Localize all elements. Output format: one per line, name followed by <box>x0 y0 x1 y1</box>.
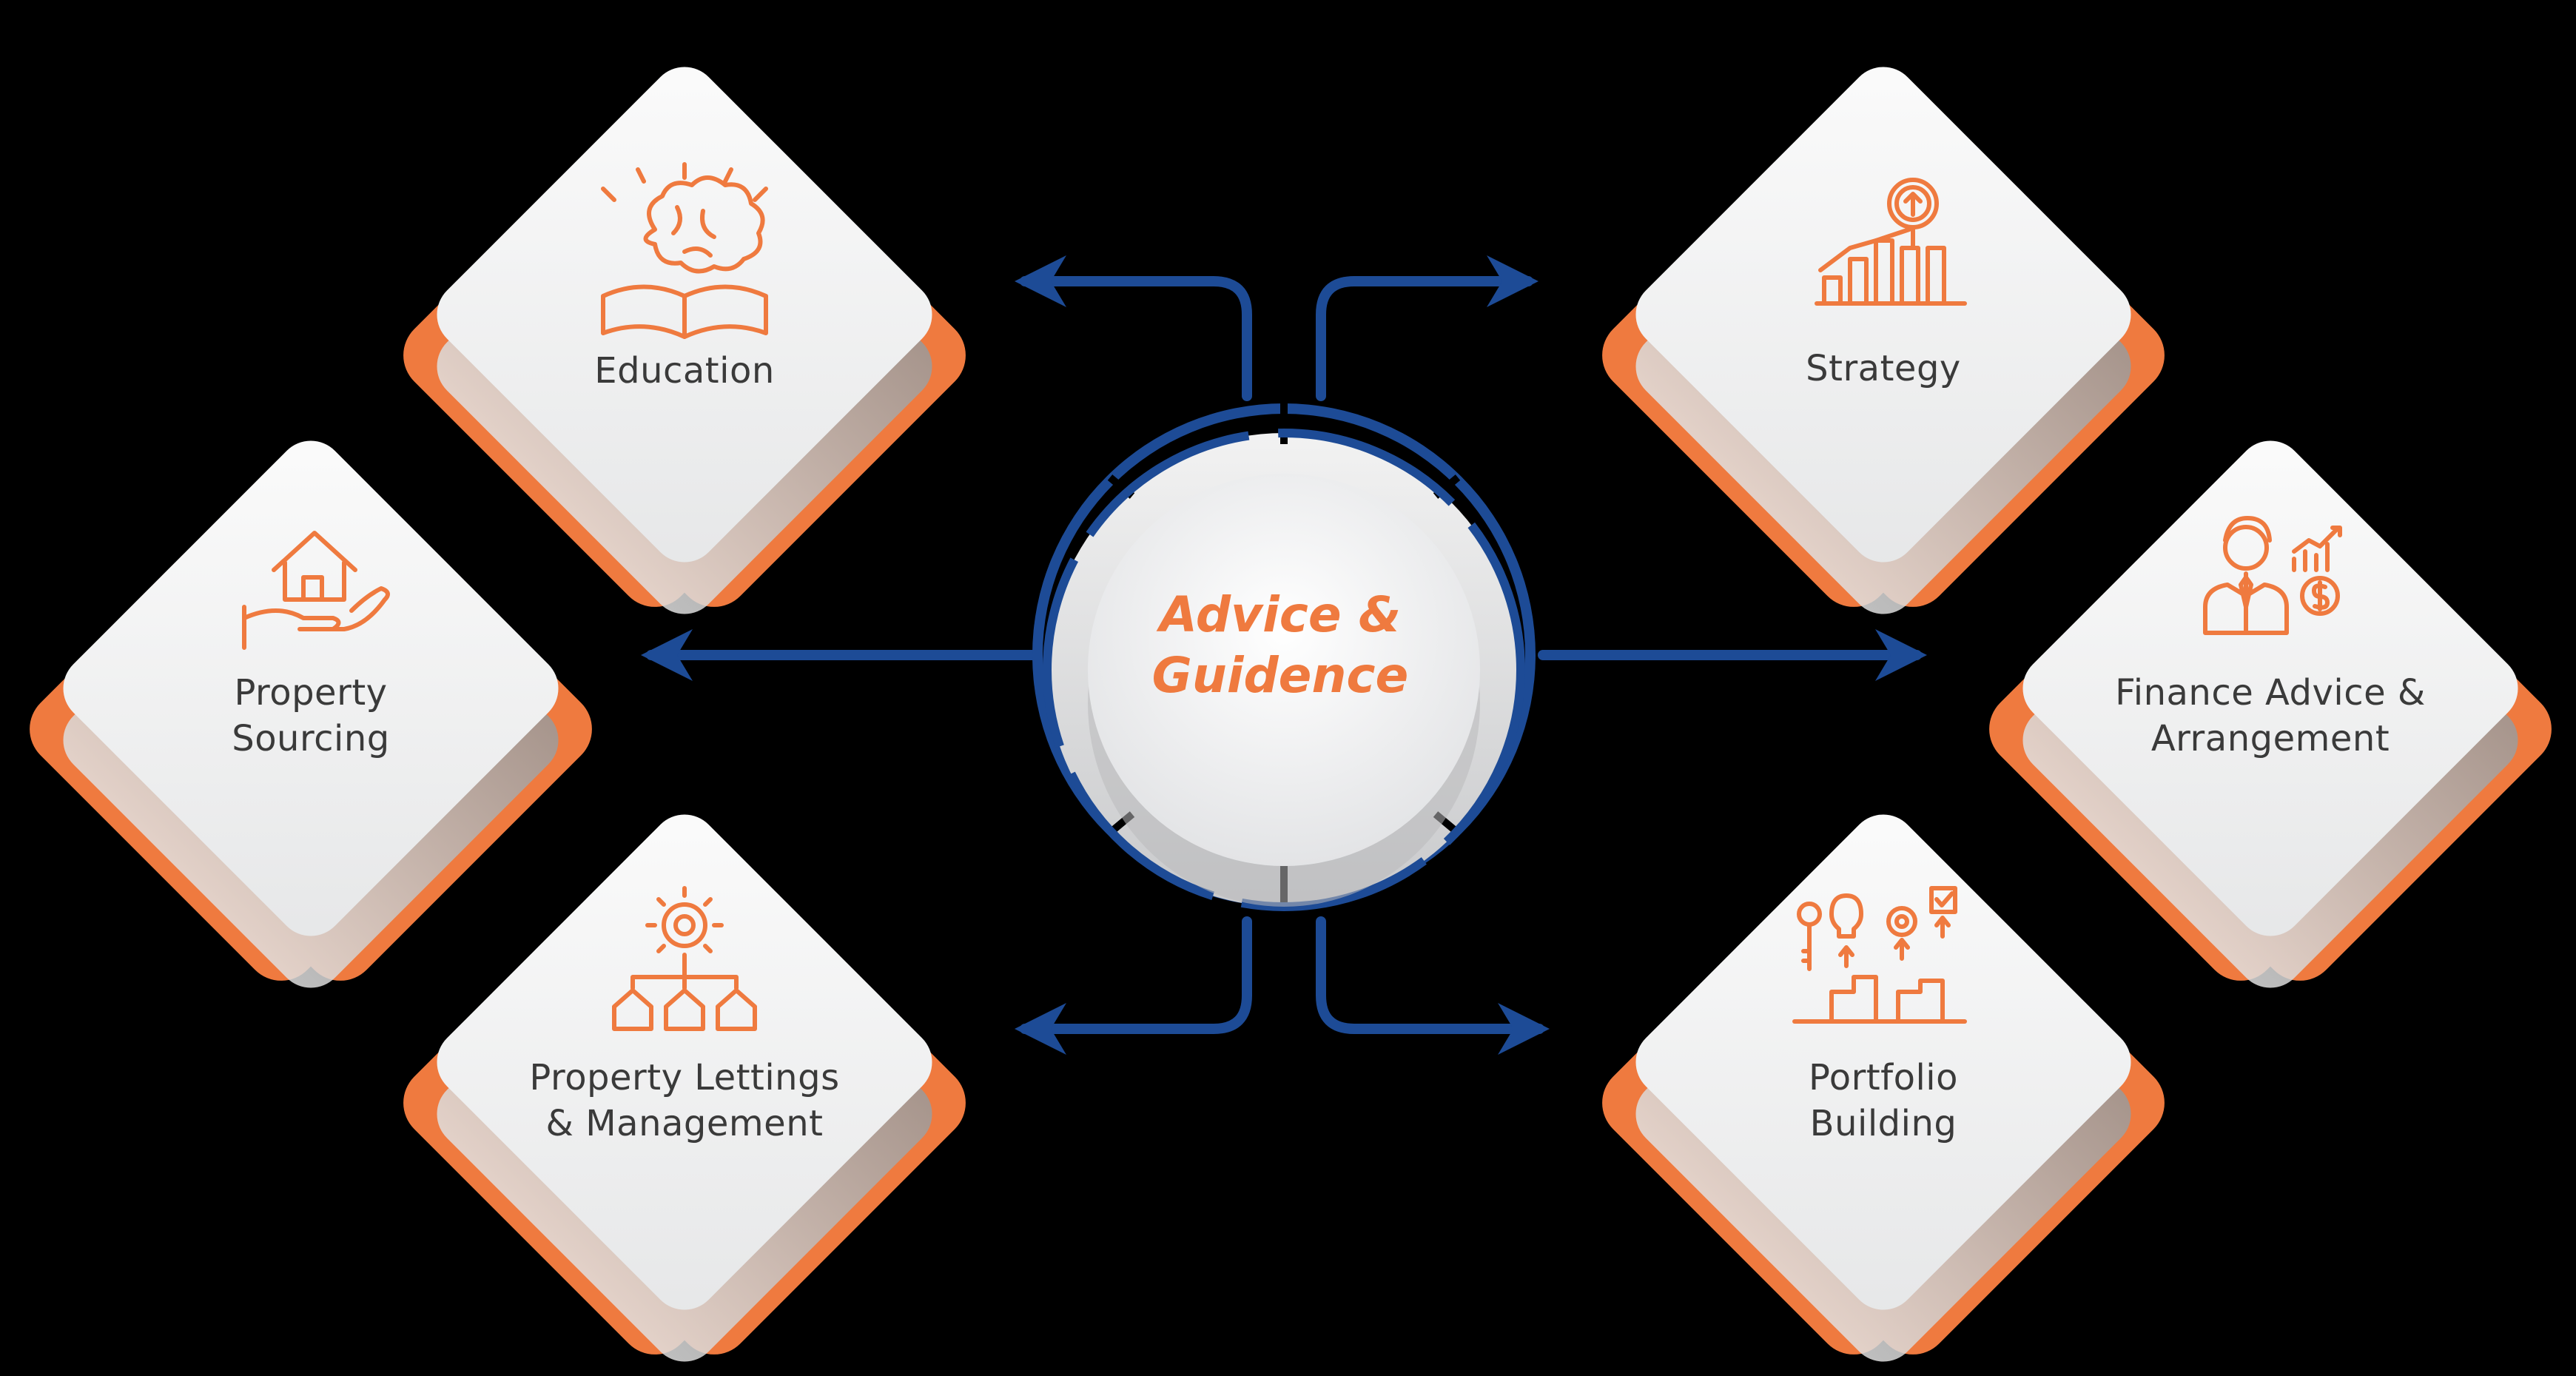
node-label-strategy: Strategy <box>1676 346 2091 392</box>
node-label-finance-line1: Finance Advice & <box>2115 672 2426 714</box>
house-in-hand-icon <box>242 531 390 650</box>
node-label-property-sourcing: Property Sourcing <box>104 670 518 762</box>
gear-houses-network-icon <box>612 886 757 1031</box>
node-card-strategy <box>1587 53 2180 628</box>
node-label-portfolio: Portfolio Building <box>1676 1055 2091 1147</box>
node-label-strategy-line1: Strategy <box>1806 348 1961 389</box>
center-title-line2: Guidence <box>1151 647 1409 704</box>
brain-book-icon <box>601 162 768 339</box>
center-title: Advice & Guidence <box>1043 585 1517 706</box>
connector-lines <box>641 255 1927 1055</box>
node-label-education-line1: Education <box>594 350 775 392</box>
node-label-property-lettings-line1: Property Lettings <box>529 1057 840 1098</box>
growth-chart-target-icon <box>1815 178 1967 306</box>
node-label-portfolio-line1: Portfolio <box>1809 1057 1958 1098</box>
arrow-to-portfolio <box>1316 916 1550 1055</box>
node-label-finance: Finance Advice & Arrangement <box>2063 670 2478 762</box>
node-label-finance-line2: Arrangement <box>2150 718 2390 759</box>
node-label-property-sourcing-line1: Property <box>234 672 388 714</box>
center-hub <box>1032 403 1536 911</box>
node-label-property-lettings-line2: & Management <box>545 1103 824 1144</box>
node-label-property-lettings: Property Lettings & Management <box>477 1055 892 1147</box>
ideas-steps-icon <box>1792 886 1967 1024</box>
arrow-to-education <box>1015 255 1252 401</box>
node-label-property-sourcing-line2: Sourcing <box>232 718 390 759</box>
node-label-education: Education <box>477 348 892 394</box>
node-card-education <box>388 53 981 628</box>
node-label-portfolio-line2: Building <box>1809 1103 1957 1144</box>
center-title-line1: Advice & <box>1159 586 1402 643</box>
arrow-to-strategy <box>1316 255 1538 401</box>
arrow-to-property-lettings <box>1015 916 1252 1055</box>
businessman-finance-icon <box>2203 516 2342 635</box>
